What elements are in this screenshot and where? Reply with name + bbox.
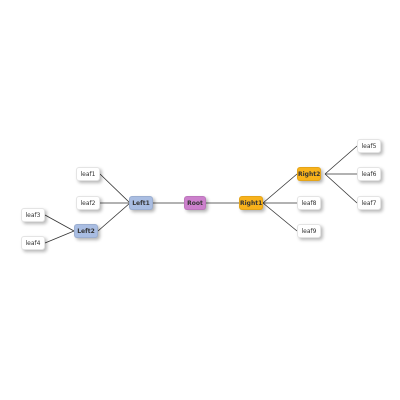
edge-right2-leaf7 bbox=[324, 173, 358, 204]
edge-left2-leaf3 bbox=[44, 214, 75, 232]
node-leaf5[interactable]: leaf5 bbox=[357, 139, 381, 153]
node-right1[interactable]: Right1 bbox=[239, 196, 263, 210]
edge-right1-leaf9 bbox=[262, 202, 298, 232]
edge-left1-leaf1 bbox=[99, 173, 131, 204]
node-leaf8[interactable]: leaf8 bbox=[297, 196, 321, 210]
node-leaf1[interactable]: leaf1 bbox=[76, 167, 100, 181]
edge-left2-leaf4 bbox=[44, 230, 75, 244]
node-leaf3[interactable]: leaf3 bbox=[21, 208, 45, 222]
node-leaf7[interactable]: leaf7 bbox=[357, 196, 381, 210]
node-root[interactable]: Root bbox=[184, 196, 206, 210]
node-leaf9[interactable]: leaf9 bbox=[297, 224, 321, 238]
node-left1[interactable]: Left1 bbox=[129, 196, 153, 210]
node-leaf6[interactable]: leaf6 bbox=[357, 167, 381, 181]
node-left2[interactable]: Left2 bbox=[74, 224, 98, 238]
node-right2[interactable]: Right2 bbox=[297, 167, 321, 181]
edge-left1-left2 bbox=[97, 202, 131, 232]
node-leaf4[interactable]: leaf4 bbox=[21, 236, 45, 250]
node-leaf2[interactable]: leaf2 bbox=[76, 196, 100, 210]
edge-right1-right2 bbox=[262, 173, 298, 204]
edge-right2-leaf5 bbox=[324, 145, 358, 175]
